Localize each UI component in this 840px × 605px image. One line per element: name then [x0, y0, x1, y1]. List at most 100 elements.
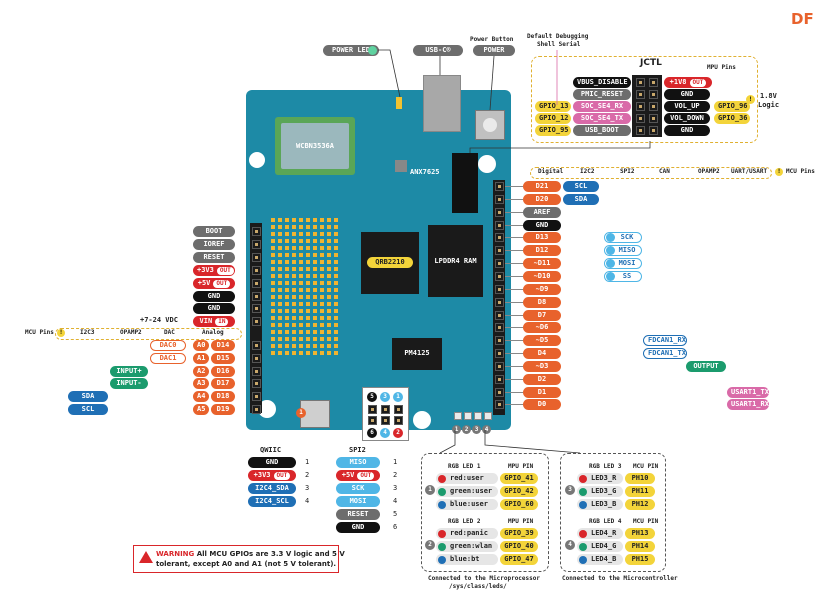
matrix-led [278, 330, 282, 334]
left-power-pin: RESET [193, 252, 235, 263]
matrix-led [299, 351, 303, 355]
matrix-led [306, 225, 310, 229]
pin-leader [505, 289, 523, 290]
out-tag: OUT [357, 472, 375, 480]
led-table-heading: RGB LED 4 [589, 518, 622, 525]
jctl-pin-hole [649, 102, 658, 111]
led-color-dot [438, 474, 446, 483]
matrix-led [320, 302, 324, 306]
jctl-left-pin: USB_BOOT [573, 125, 631, 136]
spi2-pin: GND [336, 522, 380, 533]
matrix-led [278, 225, 282, 229]
led-pin-pill: GPIO_47 [500, 554, 538, 565]
right-digital-pin: AREF [523, 207, 561, 218]
right-digital-pin: D1 [523, 387, 561, 398]
right-pin-hole [495, 208, 504, 217]
matrix-led [306, 316, 310, 320]
right-pin-hole [495, 221, 504, 230]
pin-leader [505, 225, 523, 226]
left-header-frame [55, 328, 242, 340]
left-pin-hole [252, 317, 261, 326]
right-col-heading: UART/USART [731, 168, 768, 175]
led-color-dot [579, 542, 587, 551]
right-pin-hole [495, 400, 504, 409]
right-pin-hole [495, 246, 504, 255]
out-tag: OUT [689, 79, 707, 87]
jctl-pin-hole [636, 114, 645, 123]
matrix-led [285, 323, 289, 327]
right-digital-pin: ~D10 [523, 271, 561, 282]
jctl-pin-hole [649, 78, 658, 87]
left-analog-pin: A0 [193, 340, 209, 351]
board-led [454, 412, 462, 420]
right-digital-pin: D8 [523, 297, 561, 308]
matrix-led [320, 253, 324, 257]
pin-leader [505, 302, 523, 303]
left-pin-hole [252, 379, 261, 388]
matrix-led [334, 295, 338, 299]
matrix-led [299, 295, 303, 299]
warning-box: WARNING All MCU GPIOs are 3.3 V logic an… [133, 545, 345, 573]
right-spi-pin: SCK [604, 232, 642, 243]
matrix-led [292, 330, 296, 334]
matrix-led [313, 274, 317, 278]
anx-chip [395, 160, 407, 172]
power-button-title: Power Button [470, 36, 514, 43]
brand-logo: DF [791, 10, 814, 28]
matrix-led [271, 316, 275, 320]
led-pin-pill: PH13 [625, 528, 655, 539]
spi-circle-icon [606, 259, 615, 268]
board-led-number: 4 [482, 425, 491, 434]
right-pin-hole [495, 336, 504, 345]
left-digital-pin: D18 [211, 391, 235, 402]
matrix-led [278, 344, 282, 348]
debug-title-2: Shell Serial [537, 41, 581, 48]
led-number-marker: 2 [425, 540, 435, 550]
matrix-led [271, 323, 275, 327]
right-pin-hole [495, 298, 504, 307]
led-pin-pill: GPIO_40 [500, 541, 538, 552]
matrix-led [299, 239, 303, 243]
right-digital-pin: D4 [523, 348, 561, 359]
left-pin-hole [252, 292, 261, 301]
spi2-pin-number: 6 [393, 523, 398, 531]
left-mcu-pins-label: MCU Pins [25, 329, 54, 336]
right-digital-pin: ~D6 [523, 322, 561, 333]
jctl-pin-hole [636, 126, 645, 135]
matrix-led [306, 260, 310, 264]
left-i2c-pin: SCL [68, 404, 108, 415]
matrix-led [327, 267, 331, 271]
led-name-pill: LED3_G [577, 486, 623, 497]
matrix-led [285, 337, 289, 341]
spi-pin-hole [381, 405, 390, 414]
right-pin-hole [495, 233, 504, 242]
matrix-led [327, 309, 331, 313]
qwiic-pin1-marker: 1 [296, 408, 306, 418]
matrix-led [292, 246, 296, 250]
matrix-led [292, 225, 296, 229]
right-uart-pin: USART1_RX [727, 399, 769, 410]
pin-leader [505, 186, 523, 187]
matrix-led [320, 232, 324, 236]
spi-circle-icon [606, 246, 615, 255]
led-matrix [271, 218, 341, 358]
jctl-header [452, 153, 478, 213]
matrix-led [320, 337, 324, 341]
matrix-led [285, 288, 289, 292]
matrix-led [299, 344, 303, 348]
out-tag: OUT [213, 280, 231, 288]
spi-header-number: 2 [393, 428, 403, 438]
right-pin-hole [495, 311, 504, 320]
matrix-led [320, 218, 324, 222]
qwiic-pin-number: 4 [305, 497, 310, 505]
matrix-led [292, 267, 296, 271]
right-digital-pin: D7 [523, 310, 561, 321]
matrix-led [285, 309, 289, 313]
soc-chip-label: QRB2210 [367, 257, 413, 268]
matrix-led [320, 274, 324, 278]
right-i2c-pin: SCL [563, 181, 599, 192]
qwiic-pin: GND [248, 457, 296, 468]
matrix-led [313, 246, 317, 250]
left-pin-hole [252, 341, 261, 350]
